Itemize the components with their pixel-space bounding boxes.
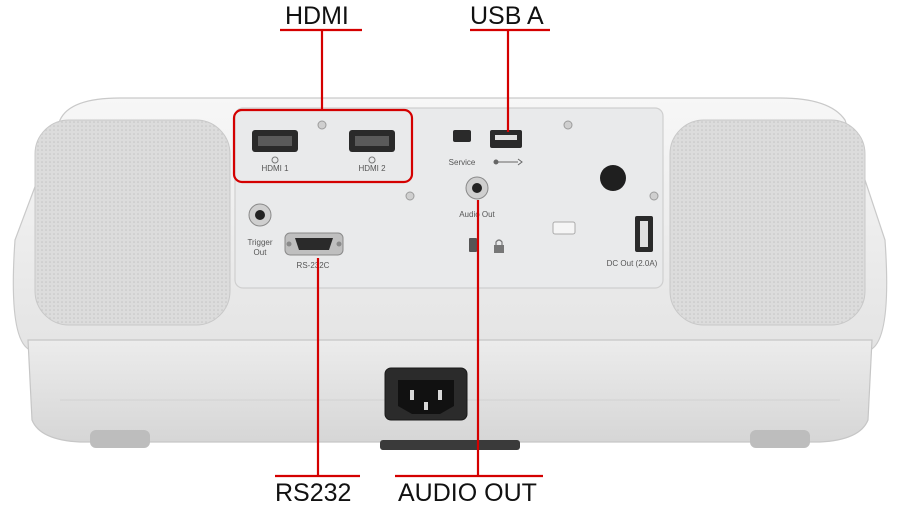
audio-out-callout-label: AUDIO OUT [398, 479, 537, 507]
screw [405, 191, 415, 201]
sensor-hole [600, 165, 626, 191]
dc-out-port[interactable] [635, 216, 653, 252]
dc-out-label: DC Out (2.0A) [607, 259, 658, 268]
hdmi-1-port[interactable] [252, 130, 298, 164]
left-foot [90, 430, 150, 448]
lock-icon [494, 239, 504, 253]
usb-icon [493, 158, 523, 166]
trigger-out-label-line1: Trigger [247, 238, 272, 247]
screw [649, 191, 659, 201]
audio-out-jack[interactable] [465, 176, 489, 200]
hdmi-2-label: HDMI 2 [358, 164, 386, 173]
hdmi-callout-label: HDMI [285, 2, 349, 30]
right-speaker-grille [669, 119, 866, 326]
service-port[interactable] [453, 130, 471, 142]
usb-a-port[interactable] [490, 130, 522, 148]
hdmi-1-label: HDMI 1 [261, 164, 289, 173]
trigger-out-jack[interactable] [248, 203, 272, 227]
callout-lines [232, 28, 550, 478]
right-foot [750, 430, 810, 448]
rs232-callout-label: RS232 [275, 479, 352, 507]
security-slot [469, 238, 477, 252]
left-speaker-grille [34, 119, 231, 326]
center-foot [380, 440, 520, 450]
screw [563, 120, 573, 130]
indicator-window [552, 221, 576, 235]
screw [317, 120, 327, 130]
rs232c-label: RS-232C [297, 261, 330, 270]
rs232c-port[interactable] [284, 232, 344, 256]
power-inlet[interactable] [384, 367, 468, 421]
hdmi-2-port[interactable] [349, 130, 395, 164]
service-label: Service [449, 158, 476, 167]
usb-a-callout-label: USB A [470, 2, 544, 30]
trigger-out-label-line2: Out [254, 248, 268, 257]
